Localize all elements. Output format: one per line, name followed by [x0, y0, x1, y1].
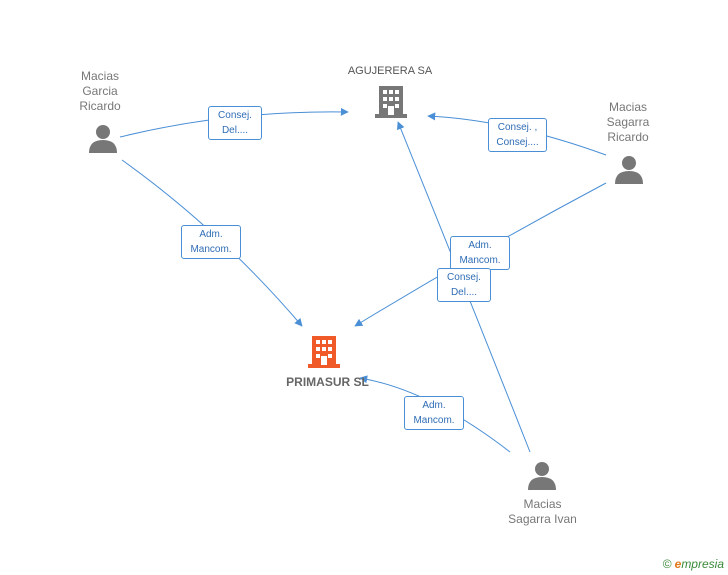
edge-label-line: Del.... — [450, 287, 478, 298]
edge-label-line: Mancom. — [413, 415, 455, 426]
copyright-icon: © — [662, 557, 672, 571]
edge-label-line: Del.... — [221, 125, 249, 136]
edge-label-line: Consej.... — [496, 137, 539, 148]
edge-label-line: Mancom. — [190, 244, 232, 255]
edge-label-line: Consej. , — [497, 122, 538, 133]
person-name-line: Ricardo — [607, 130, 649, 144]
person-name-line: Garcia — [82, 84, 118, 98]
edge-label-line: Consej. — [218, 110, 252, 121]
edge-label-ivan-agujerera[interactable]: Consej. Del.... — [437, 268, 491, 302]
person-name-line: Sagarra — [606, 115, 650, 129]
edge-label-line: Consej. — [447, 272, 481, 283]
edge-label-line: Adm. — [422, 400, 446, 411]
edge-label-line: Adm. — [199, 229, 223, 240]
edge-label-line: Mancom. — [459, 255, 501, 266]
edge-label-ivan-primasur[interactable]: Adm. Mancom. — [404, 396, 464, 430]
person-label-macias-garcia[interactable]: Macias Garcia Ricardo — [60, 69, 140, 114]
person-icon[interactable] — [528, 462, 556, 490]
person-icon[interactable] — [615, 156, 643, 184]
edge-label-sagarra-ricardo-primasur[interactable]: Adm. Mancom. — [450, 236, 510, 270]
edge-label-garcia-primasur[interactable]: Adm. Mancom. — [181, 225, 241, 259]
brand-footer[interactable]: ©empresia — [663, 557, 724, 571]
company-label-agujerera[interactable]: AGUJERERA SA — [347, 65, 433, 77]
building-icon[interactable] — [375, 86, 407, 118]
person-label-macias-sagarra-ricardo[interactable]: Macias Sagarra Ricardo — [588, 100, 668, 145]
brand-initial: e — [674, 557, 682, 571]
edge-label-garcia-agujerera[interactable]: Consej. Del.... — [208, 106, 262, 140]
person-icon[interactable] — [89, 125, 117, 153]
person-name-line: Macias — [523, 497, 562, 511]
person-name-line: Ricardo — [79, 99, 121, 113]
person-name-line: Sagarra Ivan — [508, 512, 577, 526]
person-name-line: Macias — [608, 100, 647, 114]
edge-label-sagarra-ricardo-agujerera[interactable]: Consej. , Consej.... — [488, 118, 547, 152]
person-label-macias-sagarra-ivan[interactable]: Macias Sagarra Ivan — [495, 497, 590, 527]
building-icon[interactable] — [308, 336, 340, 368]
company-label-primasur[interactable]: PRIMASUR SL — [286, 375, 369, 389]
edge-label-line: Adm. — [468, 240, 492, 251]
brand-name: mpresia — [681, 557, 724, 571]
person-name-line: Macias — [80, 69, 119, 83]
